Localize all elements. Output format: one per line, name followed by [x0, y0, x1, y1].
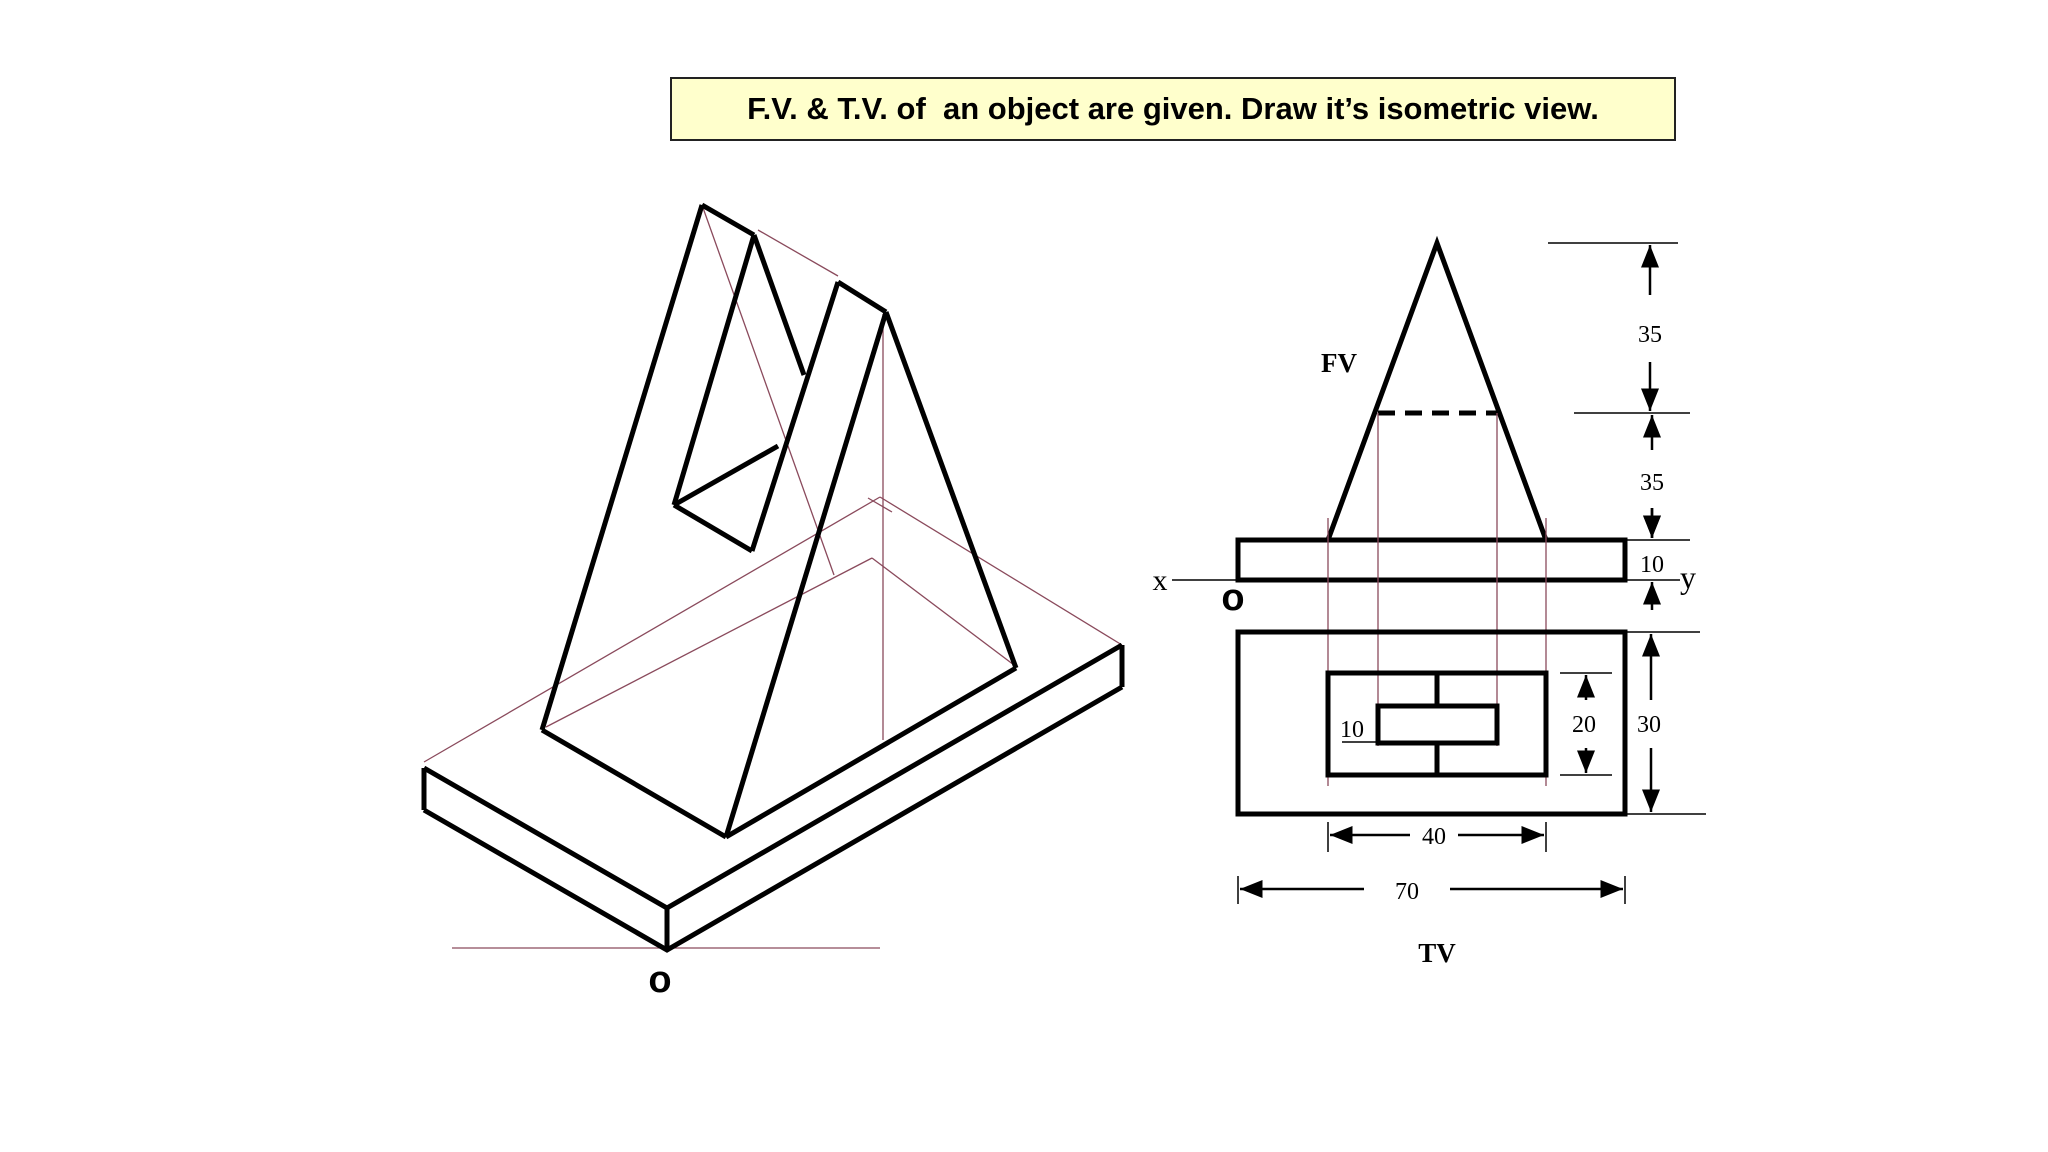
fv-base: [1235, 537, 1628, 583]
tv-dim-total-depth: 30: [1637, 712, 1661, 738]
construction-lines: [423, 204, 1123, 949]
fv-label: FV: [1321, 348, 1357, 378]
x-label: x: [1153, 564, 1168, 597]
fv-triangle: [1325, 235, 1549, 541]
title-banner: F.V. & T.V. of an object are given. Draw…: [670, 77, 1676, 141]
iso-origin-label: o: [648, 959, 671, 1001]
triangular-block: [539, 202, 1019, 840]
tv-dim-inner-depth: 20: [1572, 712, 1596, 738]
tv-dim-inner-width: 40: [1422, 824, 1446, 850]
tv-label: TV: [1418, 938, 1456, 968]
front-view: x y o FV 35 35 10: [1153, 235, 1696, 619]
isometric-view: o: [421, 202, 1125, 1001]
fv-dim-base: 10: [1640, 552, 1664, 578]
top-view: 30 20 10 40 70 TV: [1235, 629, 1706, 968]
fv-origin-label: o: [1221, 577, 1244, 619]
fv-dim-upper: 35: [1638, 322, 1662, 348]
tv-slot-outline: [1375, 703, 1500, 746]
tv-base-outline: [1235, 629, 1628, 817]
tv-dim-slot-width: 10: [1340, 717, 1364, 743]
tv-dim-total-width: 70: [1395, 879, 1419, 905]
fv-dim-middle: 35: [1640, 470, 1664, 496]
base-slab: [421, 642, 1125, 953]
y-label: y: [1680, 559, 1696, 595]
